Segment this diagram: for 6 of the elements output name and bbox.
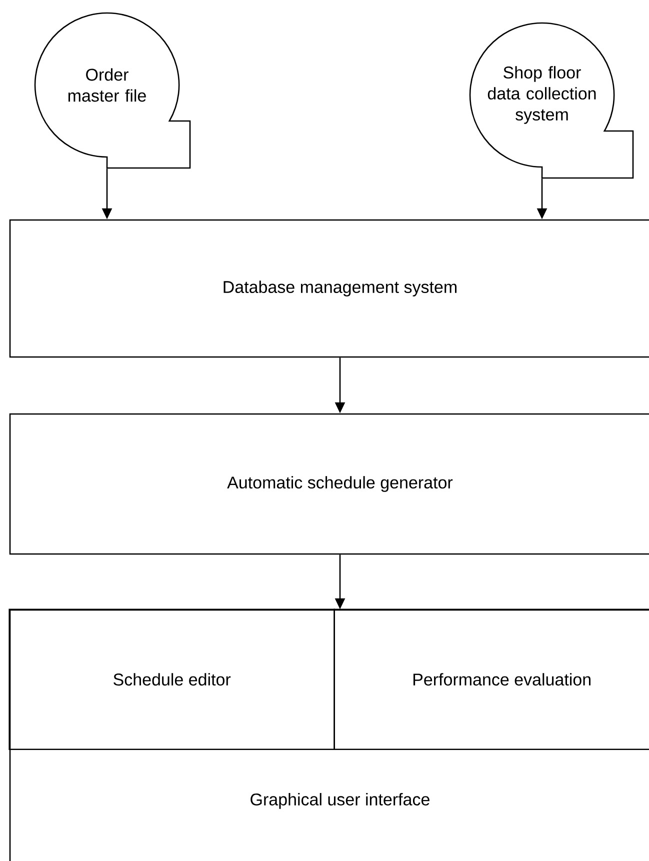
module-box: Database management system [9, 219, 649, 358]
module-box: Automatic schedule generator [9, 413, 649, 555]
module-cell: Performance evaluation [334, 608, 649, 750]
storage-bubble: Shop floor data collection system [469, 22, 634, 179]
storage-bubble: Order master file [34, 12, 191, 169]
module-cell: Schedule editor [8, 608, 335, 750]
